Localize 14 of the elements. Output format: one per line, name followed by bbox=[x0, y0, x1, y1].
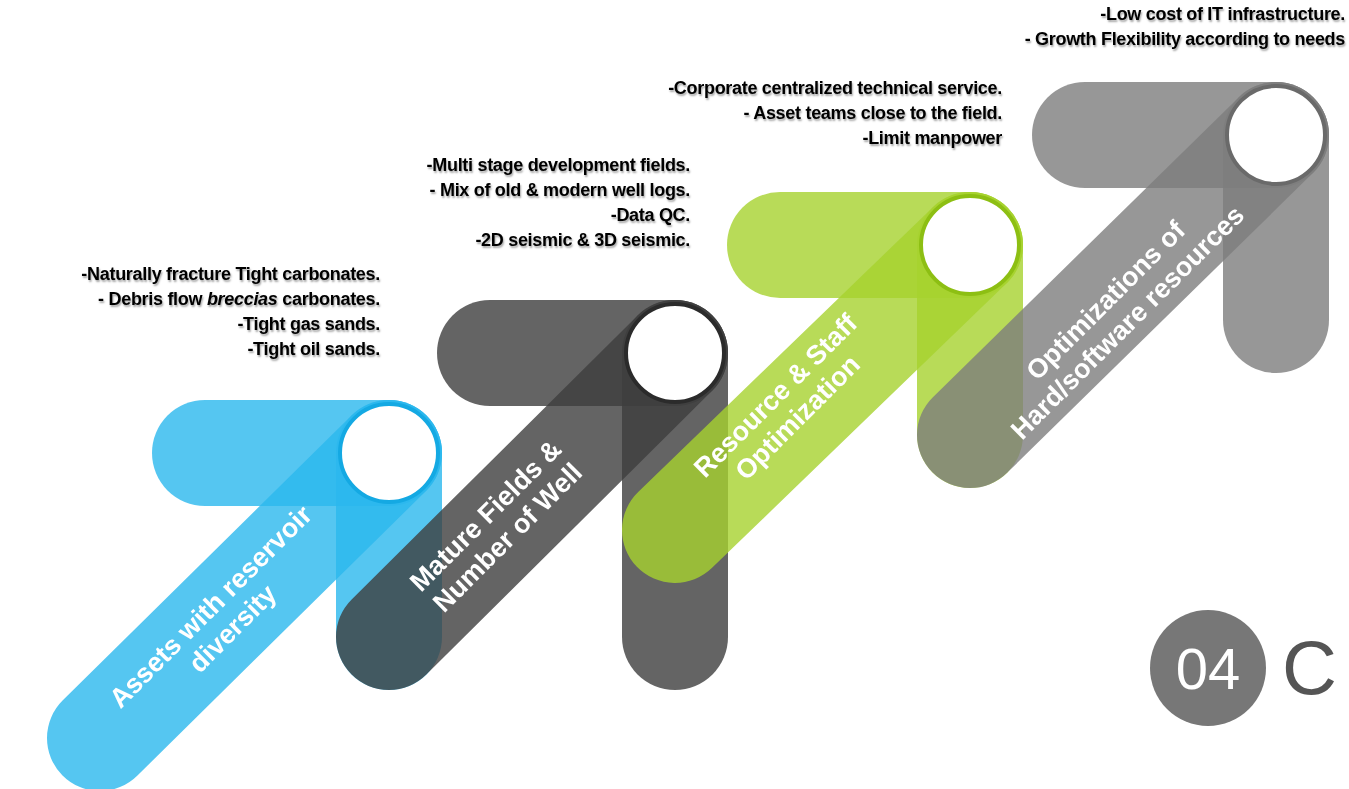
note-text: -Low cost of IT infrastructure. bbox=[1100, 3, 1345, 26]
note-text: - Mix of old & modern well logs. bbox=[429, 179, 690, 202]
note-text: -2D seismic & 3D seismic. bbox=[475, 229, 690, 252]
note-text: - Debris flow breccias carbonates. bbox=[98, 288, 380, 311]
note-text: -Tight oil sands. bbox=[247, 338, 380, 361]
note-text: -Naturally fracture Tight carbonates. bbox=[81, 263, 380, 286]
note-text: -Limit manpower bbox=[862, 127, 1002, 150]
note-text: -Multi stage development fields. bbox=[426, 154, 690, 177]
note-text: - Asset teams close to the field. bbox=[743, 102, 1002, 125]
note-text: -Corporate centralized technical service. bbox=[668, 77, 1002, 100]
note-text: - Growth Flexibility according to needs bbox=[1024, 28, 1345, 51]
note-text: -Data QC. bbox=[610, 204, 690, 227]
note-text: -Tight gas sands. bbox=[237, 313, 380, 336]
heading-letter: C bbox=[1282, 630, 1337, 706]
